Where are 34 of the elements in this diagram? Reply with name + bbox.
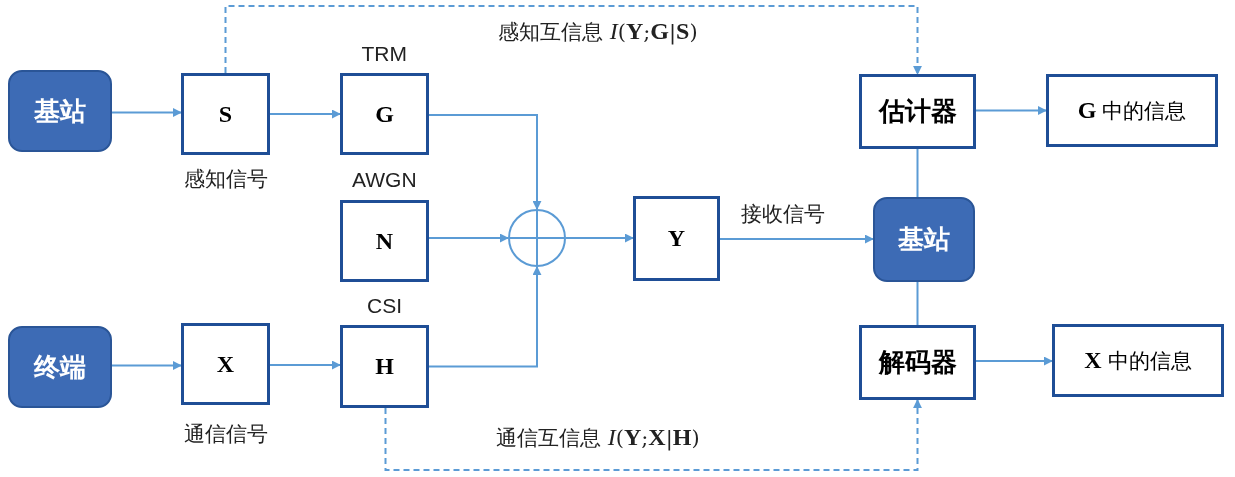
process-box: 估计器	[859, 74, 976, 149]
arrow	[111, 361, 182, 370]
block-label: TRM	[361, 42, 407, 66]
process-box: 解码器	[859, 325, 976, 400]
block-label: 通信信号	[183, 421, 268, 448]
dashed-arrow	[224, 5, 922, 75]
arrow	[428, 114, 542, 210]
block-box: S	[181, 73, 270, 155]
summing-junction	[508, 209, 566, 267]
connector-line	[916, 281, 919, 326]
arrow	[719, 234, 874, 244]
arrow	[975, 106, 1047, 115]
block-box: X	[181, 323, 270, 405]
connector-line	[916, 148, 919, 198]
block-label: 感知信号	[183, 166, 268, 193]
rounded-box: 终端	[8, 326, 112, 408]
arrow	[111, 108, 182, 117]
block-label: CSI	[367, 294, 402, 318]
arrow	[269, 360, 341, 370]
arrow	[975, 356, 1053, 366]
arrow	[428, 233, 509, 243]
arrow	[428, 266, 542, 368]
output-box: G 中的信息	[1046, 74, 1218, 147]
dashed-arrow	[384, 399, 922, 471]
block-label: AWGN	[352, 168, 417, 192]
block-box: H	[340, 325, 429, 408]
rounded-box: 基站	[8, 70, 112, 152]
block-box: G	[340, 73, 429, 155]
arrow	[565, 233, 634, 243]
block-box: Y	[633, 196, 720, 281]
rounded-box: 基站	[873, 197, 975, 282]
block-box: N	[340, 200, 429, 282]
arrow	[269, 109, 341, 119]
output-box: X 中的信息	[1052, 324, 1224, 397]
